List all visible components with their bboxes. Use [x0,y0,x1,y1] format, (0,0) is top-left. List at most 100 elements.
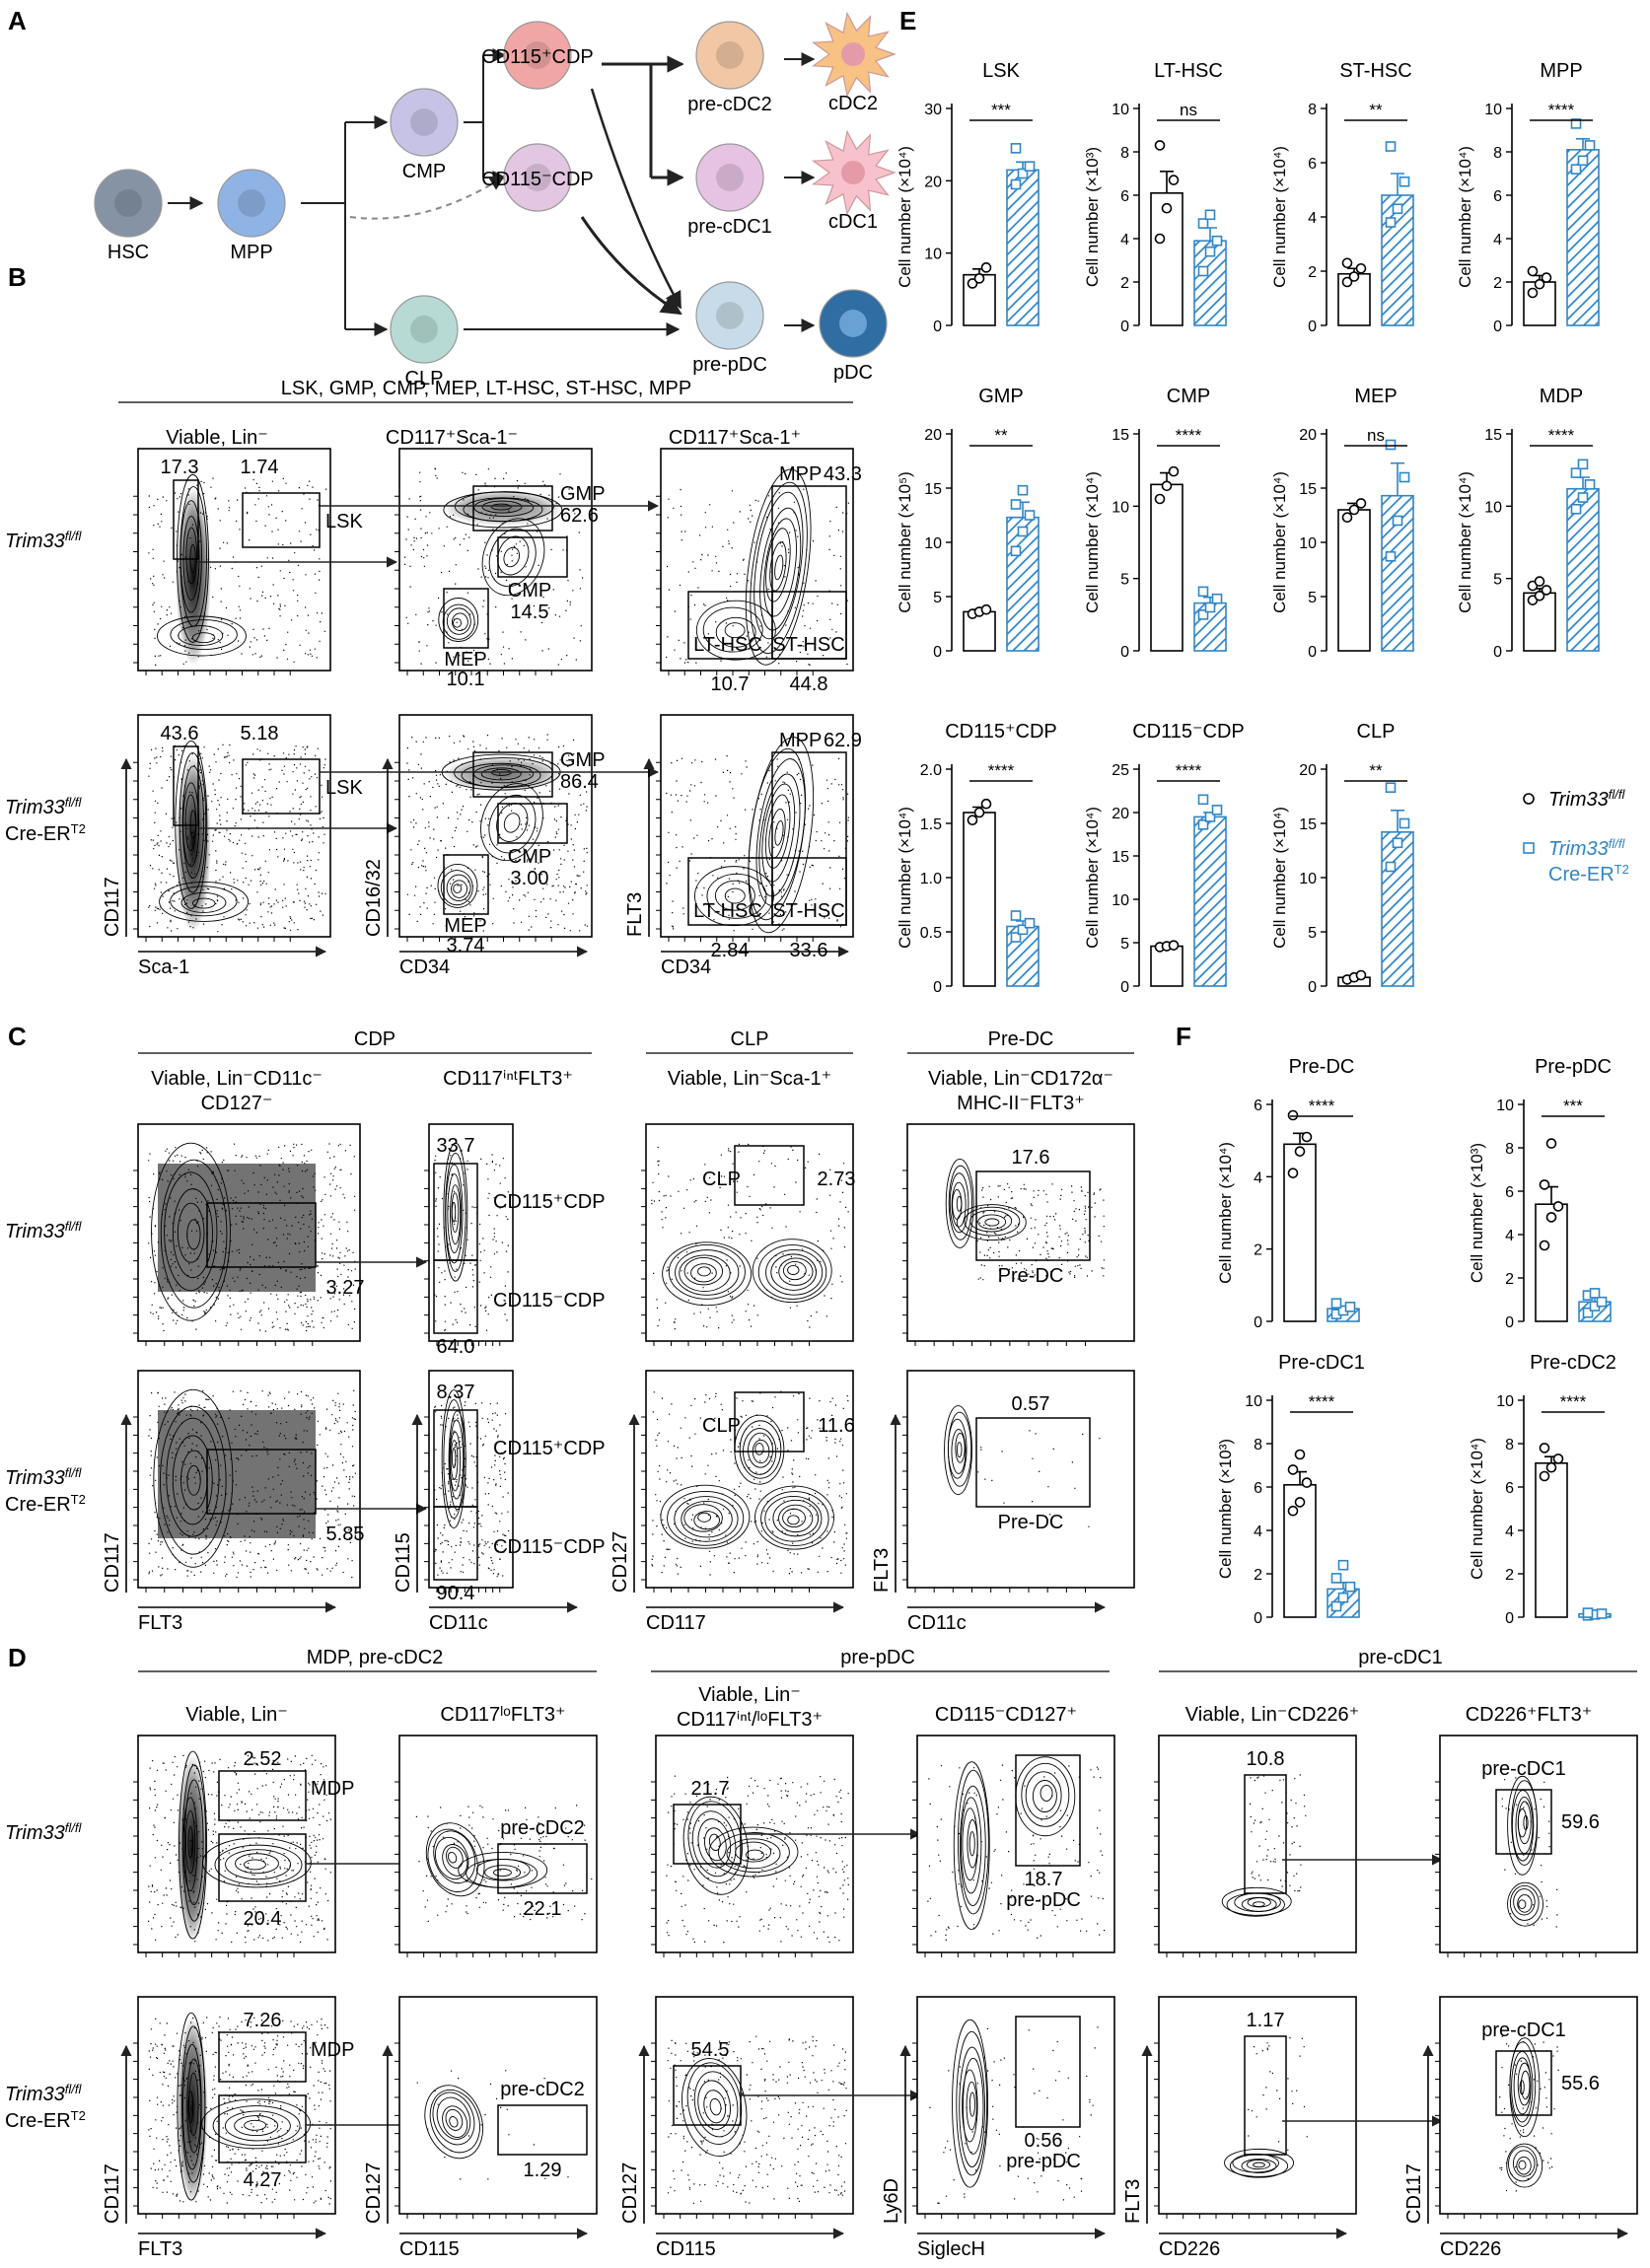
y-tick-label: 6 [1505,1184,1514,1201]
y-tick-label: 20 [1299,427,1317,444]
contour-ring [201,1837,312,1888]
contour-ring [442,603,475,640]
data-point-cre [1197,586,1209,598]
data-point-cre [1577,459,1589,470]
data-point-cre [1010,178,1022,190]
contour-ring [1040,1784,1053,1802]
contour-ring [774,819,784,846]
contour-ring [682,2058,748,2158]
y-tick-label: 30 [924,102,942,118]
contour-ring [234,2115,279,2137]
contour-ring [1509,1884,1540,1921]
lineage-label-precdc2: pre-cDC2 [687,94,772,115]
contour-ring [1507,1881,1543,1927]
data-point-control [980,798,992,810]
bar-cre [1381,194,1414,326]
plot-frame [655,1735,854,1953]
y-tick-label: 10 [1496,1393,1514,1410]
plot-frame [1439,1735,1638,1953]
contour-ring [1509,2037,1541,2138]
legend-cre: Cre-ER [1548,864,1614,886]
contour-ring [441,1389,466,1529]
contour-ring [1224,2148,1295,2177]
cell-shape [217,169,286,238]
contour-ring [1508,2146,1538,2182]
data-point-control [1355,969,1367,981]
panelD-col-title-5: Viable, Lin⁻CD226⁺ [1185,1704,1359,1726]
panelC-plot-cdp-1: 3.27 [133,1123,365,1346]
contour-ring [660,1484,751,1549]
contour-ring [953,1761,990,1931]
event-dots [929,2026,1099,2204]
data-point-control [967,815,978,826]
data-point-cre [1330,1600,1342,1612]
cell-nucleus [716,41,744,69]
value-cd115-neg: 64.0 [437,1336,475,1358]
data-point-control [1294,1146,1306,1157]
label-st-hsc: ST-HSC [772,900,844,922]
contour-ring [183,1779,204,1906]
bar-cre [1193,815,1227,987]
contour-ring [160,1405,227,1555]
panel-label-a: A [8,6,27,35]
contour-ring [959,2046,985,2167]
y-tick-label: 2 [1254,1242,1262,1259]
gate-gmp [472,751,553,798]
data-point-cre [1399,176,1410,187]
value-cdp: 5.85 [326,1524,365,1545]
data-point-control [1355,498,1367,509]
event-dots [667,2035,847,2204]
data-point-cre [1197,218,1209,229]
data-point-cre [1024,917,1036,929]
data-point-control [1161,202,1173,214]
data-point-cre [1570,503,1582,515]
axis-ticks [641,1416,810,1593]
panelD-plot-precdc1-src-2: 1.17 [1154,1996,1357,2219]
data-point-cre [1582,1307,1594,1318]
panel-label-b: B [8,262,27,292]
lineage-node-cdp115n: CD115⁻CDP [481,143,594,212]
plot-frame [906,1123,1135,1342]
panelC-col-title-4a: Viable, Lin⁻CD172α⁻ [928,1068,1113,1090]
contour-ring [1517,1894,1533,1913]
event-dots [148,1143,356,1332]
contour-ring [758,773,801,897]
data-point-control [980,603,992,615]
contour-ring [1520,2070,1531,2100]
panelB-col-title-3: CD117⁺Sca-1⁺ [669,427,801,449]
y-axis-label: Cell number (×10⁴) [896,146,914,288]
y-tick-label: 0 [1254,1610,1262,1627]
contour-ring [159,881,250,922]
legend-marker-cre [1523,842,1535,854]
gate-cdp [206,1449,317,1515]
y-axis-label: Cell number (×10³) [1083,147,1102,287]
legend-label-control: Trim33fl/fl [1548,787,1625,812]
label-st-hsc: ST-HSC [772,634,844,656]
cell-nucleus [716,302,744,329]
label-cd115-pos: CD115⁺CDP [493,1191,606,1213]
contour-ring [1221,1886,1292,1916]
axis-ticks [912,1781,1074,1957]
data-point-cre [1017,168,1029,179]
axis-ticks [641,1169,810,1346]
data-point-cre [1385,141,1397,152]
y-tick-label: 2 [1505,1567,1514,1584]
panelB-row-label-2: Trim33fl/fl [5,795,82,819]
contour-ring [451,880,468,898]
gate-precdc1 [1495,1789,1552,1855]
contour-ring [480,783,543,862]
y-tick-label: 0 [933,979,942,996]
data-point-control [1294,1449,1306,1460]
axis-ticks [651,1781,813,1957]
label-lsk: LSK [325,777,363,799]
data-point-control [1541,272,1552,283]
event-dots [651,1143,849,1330]
chart-title: Pre-pDC [1535,1056,1612,1078]
value-cdp: 3.27 [326,1277,365,1299]
contour-ring [157,615,247,657]
